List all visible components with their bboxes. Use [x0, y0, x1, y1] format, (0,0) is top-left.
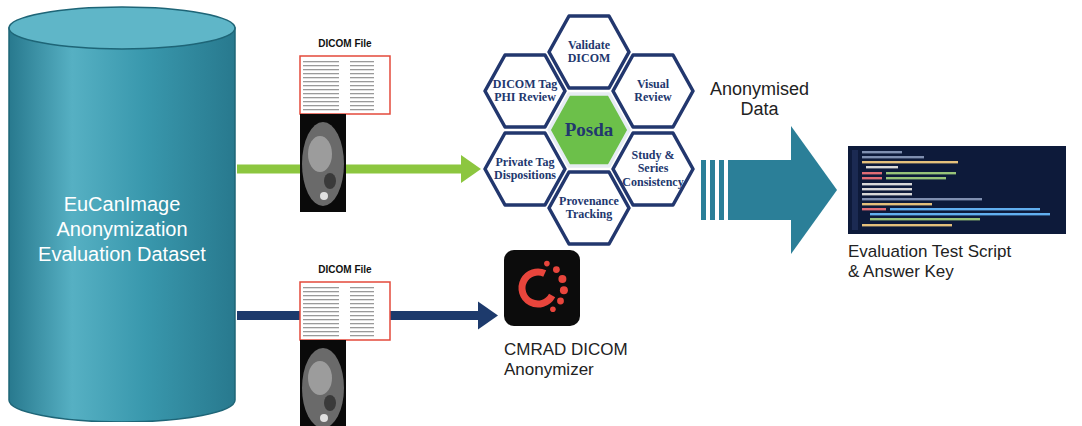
- hexagon-shape: [613, 55, 693, 127]
- step-name: Provenance Tracking: [554, 195, 624, 221]
- code-screenshot: [848, 146, 1066, 234]
- logo-dot: [557, 298, 564, 305]
- hub-hexagon: Posda: [547, 92, 631, 168]
- logo-arc: [516, 266, 559, 309]
- anonymizer-logo: [504, 250, 580, 326]
- ct-spine: [320, 192, 328, 200]
- flow-arrow: [237, 155, 481, 183]
- code-line: [886, 172, 956, 174]
- logo-dot: [553, 266, 560, 273]
- arrow-shaft: [237, 165, 463, 174]
- step-name: Study & Series Consistency: [618, 149, 688, 189]
- ct-body: [302, 122, 344, 206]
- file-label: DICOM File: [318, 38, 371, 49]
- code-line: [870, 218, 980, 220]
- logo-ground: [504, 250, 580, 326]
- cylinder-top: [9, 7, 235, 49]
- step-name: DICOM Tag PHI Review: [490, 78, 560, 104]
- code-line: [862, 208, 886, 210]
- logo-dot: [550, 307, 556, 313]
- code-line: [862, 172, 882, 174]
- screen-ground: [848, 146, 1066, 234]
- arrow-tail-stripe: [719, 160, 724, 220]
- step-name: Validate DICOM: [554, 39, 624, 65]
- code-line: [862, 161, 958, 163]
- hexagon-shape: [485, 55, 565, 127]
- step-name: Private Tag Dispositions: [490, 156, 560, 182]
- tool-name: CMRAD DICOM Anonymizer: [504, 340, 644, 381]
- code-line: [862, 156, 924, 158]
- ct-body: [302, 348, 344, 426]
- ct-organ: [308, 136, 332, 172]
- database-cylinder: EuCanImage Anonymization Evaluation Data…: [8, 6, 236, 422]
- tool-name: Evaluation Test Script & Answer Key: [848, 242, 1024, 283]
- dicom-file-illustration: [300, 56, 390, 212]
- code-line: [862, 183, 912, 185]
- code-line: [886, 177, 946, 179]
- hub-name: Posda: [554, 120, 624, 141]
- dicom-header-thumbnail: [300, 56, 390, 114]
- hexagon-shape: [485, 133, 565, 205]
- code-line: [862, 224, 952, 226]
- arrow-head: [478, 301, 498, 329]
- dicom-header-thumbnail: [300, 282, 390, 340]
- arrow-tail-stripe: [710, 160, 715, 220]
- hexagon-shape: [613, 133, 693, 205]
- ct-slice: [300, 114, 346, 212]
- code-line: [870, 213, 1050, 215]
- flow-block-arrow: [701, 126, 837, 254]
- dataset-name: EuCanImage Anonymization Evaluation Data…: [27, 192, 217, 267]
- cylinder-body: [9, 28, 235, 422]
- arrow-body: [728, 160, 793, 220]
- code-line: [862, 151, 902, 153]
- arrow-head: [461, 155, 481, 183]
- code-line: [862, 193, 912, 195]
- line-gutter: [852, 150, 858, 230]
- code-line: [862, 198, 982, 200]
- hexagon-shape: [549, 172, 629, 244]
- tool-node: Evaluation Test Script & Answer Key: [845, 146, 1077, 283]
- dicom-header-lines: [302, 59, 388, 111]
- hexagon-shape: [549, 94, 629, 166]
- logo-dot: [560, 286, 568, 294]
- ct-organ: [308, 361, 332, 395]
- code-line: [862, 177, 882, 179]
- code-line: [862, 203, 932, 205]
- dicom-file-illustration: [300, 282, 390, 426]
- step-name: Visual Review: [618, 78, 688, 104]
- dicom-header-lines: [302, 285, 388, 337]
- arrow-tail-stripe: [701, 160, 706, 220]
- hexagon-shape: [549, 16, 629, 88]
- tool-node: CMRAD DICOM Anonymizer: [500, 250, 650, 381]
- code-line: [862, 188, 912, 190]
- logo-dot: [544, 261, 550, 267]
- ct-organ: [324, 395, 336, 411]
- ct-organ: [324, 173, 336, 189]
- logo-dot: [558, 275, 566, 283]
- edge-label: Anonymised Data: [705, 79, 815, 120]
- arrow-head: [791, 126, 837, 254]
- code-line: [866, 166, 898, 168]
- file-label: DICOM File: [318, 264, 371, 275]
- code-line: [890, 208, 1040, 210]
- ct-spine: [320, 414, 328, 422]
